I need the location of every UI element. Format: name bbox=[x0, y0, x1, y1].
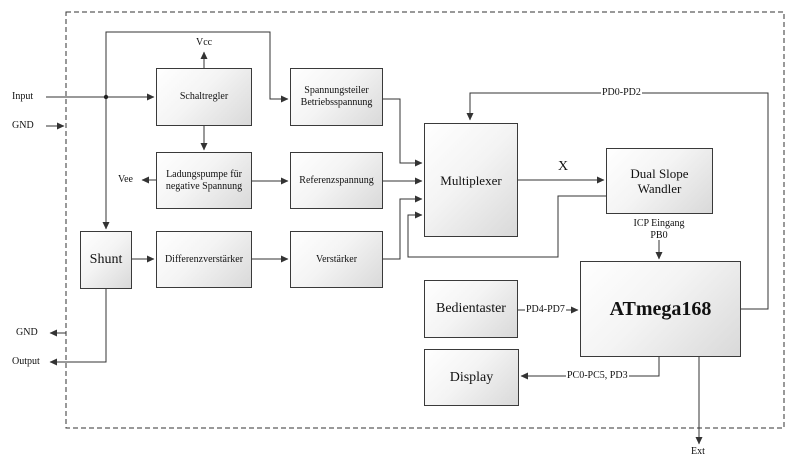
input-label: Input bbox=[12, 91, 34, 102]
atmega-label: ATmega168 bbox=[609, 297, 712, 320]
bedientaster-label: Bedientaster bbox=[436, 301, 506, 316]
referenz-block: Referenzspannung bbox=[290, 152, 383, 209]
ext-label: Ext bbox=[691, 446, 705, 457]
pd0-pd2-label: PD0-PD2 bbox=[601, 87, 642, 99]
shunt-label: Shunt bbox=[89, 252, 123, 267]
ladungspumpe-label-line2: negative Spannung bbox=[165, 180, 243, 192]
input-to-spannungsteiler-line bbox=[105, 31, 289, 103]
spannungsteiler-block: Spannungsteiler Betriebsspannung bbox=[290, 68, 383, 126]
output-label: Output bbox=[12, 356, 40, 367]
spannungsteiler-label-line2: Betriebsspannung bbox=[300, 97, 373, 108]
dualslope-label-line1: Dual Slope bbox=[630, 166, 689, 181]
referenz-label: Referenzspannung bbox=[299, 174, 374, 186]
schaltregler-block: Schaltregler bbox=[156, 68, 252, 126]
verstaerker-label: Verstärker bbox=[315, 253, 358, 265]
input-junction-dot bbox=[103, 94, 109, 100]
differenz-block: Differenzverstärker bbox=[156, 231, 252, 288]
dashed-frame bbox=[65, 11, 785, 429]
atmega-block: ATmega168 bbox=[580, 261, 741, 357]
pc0-pc5-label: PC0-PC5, PD3 bbox=[566, 370, 629, 382]
gnd-bottom-label: GND bbox=[16, 327, 38, 338]
pd4-pd7-label: PD4-PD7 bbox=[525, 304, 566, 316]
icp-label-line1: ICP Eingang bbox=[633, 218, 685, 229]
display-block: Display bbox=[424, 349, 519, 406]
vee-label: Vee bbox=[118, 174, 133, 185]
spannungsteiler-label-line1: Spannungsteiler bbox=[304, 85, 369, 96]
gnd-top-label: GND bbox=[12, 120, 34, 131]
x-label: X bbox=[558, 159, 569, 174]
schaltregler-label: Schaltregler bbox=[179, 91, 229, 102]
multiplexer-block: Multiplexer bbox=[424, 123, 518, 237]
shunt-block: Shunt bbox=[80, 231, 132, 289]
icp-label-line2: PB0 bbox=[650, 230, 668, 241]
differenz-label: Differenzverstärker bbox=[164, 253, 244, 265]
dualslope-label-line2: Wandler bbox=[637, 181, 682, 196]
vcc-label: Vcc bbox=[196, 37, 213, 48]
display-label: Display bbox=[449, 369, 494, 385]
verstaerker-to-multiplexer-line bbox=[383, 195, 423, 260]
icp-label: ICP Eingang PB0 bbox=[629, 218, 689, 242]
multiplexer-label: Multiplexer bbox=[440, 172, 502, 188]
dualslope-to-multiplexer-line bbox=[407, 195, 606, 258]
spannungsteiler-to-multiplexer-line bbox=[383, 98, 423, 167]
bedientaster-block: Bedientaster bbox=[424, 280, 518, 338]
ladungspumpe-label-line1: Ladungspumpe für bbox=[166, 168, 242, 180]
ladungspumpe-block: Ladungspumpe für negative Spannung bbox=[156, 152, 252, 209]
dualslope-block: Dual Slope Wandler bbox=[606, 148, 713, 214]
shunt-to-output-line bbox=[49, 289, 107, 366]
verstaerker-block: Verstärker bbox=[290, 231, 383, 288]
pd0-pd2-line bbox=[466, 92, 769, 310]
